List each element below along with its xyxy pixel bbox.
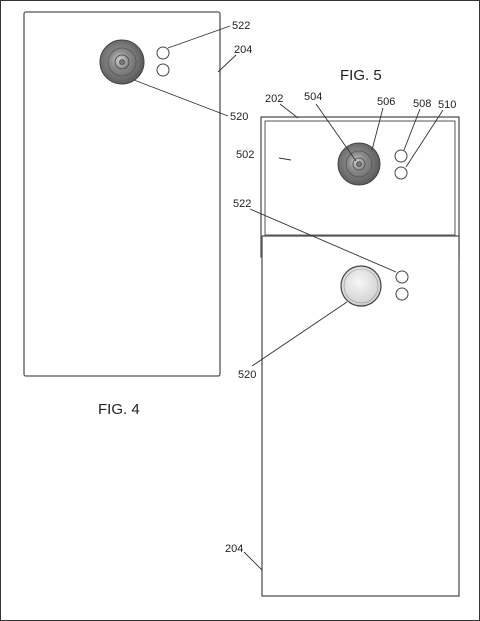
fig5-device-camera (340, 265, 382, 307)
fig5-group: FIG. 5 (225, 67, 460, 597)
fig5-leader-504 (315, 103, 357, 162)
fig5-label-510: 510 (438, 99, 456, 111)
fig5-label-520: 520 (238, 369, 256, 381)
fig4-label-204: 204 (234, 44, 252, 56)
fig5-camera-lens (337, 142, 381, 186)
fig5-leader-502 (278, 157, 292, 161)
fig5-label-506: 506 (377, 96, 395, 108)
fig5-leader-510 (405, 109, 444, 168)
fig5-flash-510 (394, 166, 408, 180)
fig5-label-504: 504 (304, 91, 322, 103)
fig4-caption: FIG. 4 (98, 401, 140, 418)
fig5-label-508: 508 (413, 98, 431, 110)
fig4-leader-204 (217, 54, 237, 73)
fig5-caption: FIG. 5 (340, 67, 382, 84)
fig4-device-body (23, 11, 221, 377)
fig5-label-522: 522 (233, 198, 251, 210)
fig5-label-502: 502 (236, 149, 254, 161)
fig5-device-flash-top (395, 270, 409, 284)
fig4-group: 522 204 520 FIG. 4 (23, 11, 252, 418)
fig5-leader-508 (403, 108, 421, 151)
fig5-device-flash-bottom (395, 287, 409, 301)
fig4-label-520: 520 (230, 111, 248, 123)
fig5-leader-506 (371, 107, 384, 151)
fig5-leader-520 (251, 301, 348, 367)
fig4-flash-bottom (156, 63, 170, 77)
fig4-label-522: 522 (232, 20, 250, 32)
fig4-camera-lens (99, 39, 145, 85)
fig5-device-camera-ring (343, 268, 379, 304)
fig4-flash-top (156, 46, 170, 60)
fig5-flash-508 (394, 149, 408, 163)
fig5-leader-522 (249, 208, 397, 273)
fig5-label-202: 202 (265, 93, 283, 105)
fig4-leader-522 (167, 25, 231, 49)
fig5-leader-204 (243, 551, 263, 571)
fig5-label-204: 204 (225, 543, 243, 555)
fig5-leader-202 (279, 103, 299, 119)
fig4-leader-520 (133, 79, 229, 117)
